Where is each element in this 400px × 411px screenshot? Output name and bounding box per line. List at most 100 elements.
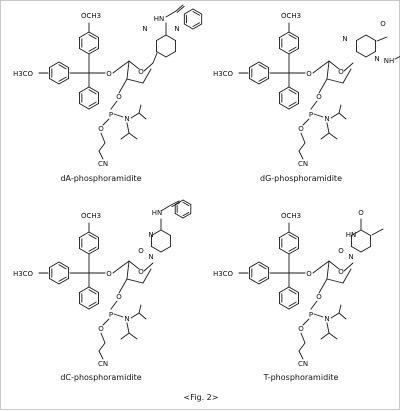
ring-bond	[79, 303, 90, 310]
bond	[302, 318, 310, 326]
bond	[298, 350, 304, 360]
ring-bond	[288, 248, 299, 255]
ring-bond	[79, 86, 90, 93]
methoxy-label: OCH3	[81, 12, 101, 20]
ring-bond	[182, 213, 192, 219]
bond	[138, 112, 147, 120]
carbonyl-oxygen-label: O	[358, 209, 364, 217]
aromatic-bond	[192, 11, 200, 16]
ring-bond	[288, 48, 299, 55]
bond	[143, 262, 154, 272]
bond	[120, 132, 130, 140]
bond	[120, 332, 130, 340]
bond	[300, 332, 306, 344]
bond	[343, 62, 354, 72]
ring-bond	[249, 78, 260, 85]
ring-bond	[249, 261, 260, 268]
bond	[338, 104, 342, 114]
bond	[143, 62, 154, 72]
ring-bond	[79, 48, 90, 55]
ring-bond	[279, 86, 290, 93]
ring-bond	[279, 31, 290, 38]
ring-bond	[156, 51, 167, 58]
ring-oxygen-label: O	[338, 268, 344, 276]
amide-nitrogen-label: NH	[384, 57, 395, 65]
aromatic-bond	[258, 264, 267, 270]
ring-bond	[174, 213, 184, 219]
bond	[371, 228, 384, 236]
nitrogen-label: N	[124, 315, 129, 323]
ring-bond	[183, 8, 194, 15]
bond	[328, 260, 340, 270]
bond	[113, 313, 124, 318]
bond	[128, 260, 140, 270]
bond	[310, 100, 318, 110]
figure-label: <Fig. 2>	[183, 393, 219, 402]
ring-bond	[79, 231, 90, 238]
bond	[128, 332, 138, 340]
oxygen-label: O	[306, 270, 312, 278]
bond	[113, 113, 124, 118]
phosphorus-label: P	[109, 311, 113, 319]
ring-bond	[160, 229, 171, 236]
methoxy-label: OCH3	[281, 212, 301, 220]
bond	[320, 60, 330, 68]
nitrogen-label: N	[324, 315, 329, 323]
ring-bond	[88, 103, 99, 110]
bond	[326, 278, 344, 284]
ring-bond	[151, 229, 162, 236]
ring-bond	[88, 248, 99, 255]
ring-bond	[365, 34, 376, 41]
ring-bond	[351, 246, 362, 253]
bond	[312, 266, 322, 274]
ring-bond	[88, 286, 99, 293]
ring-bond	[249, 278, 260, 285]
carbonyl-oxygen-label: O	[338, 247, 344, 255]
ring-bond	[279, 231, 290, 238]
ring-bond	[258, 278, 269, 285]
aromatic-bond	[288, 289, 297, 295]
ring-bond	[288, 31, 299, 38]
ring-bond	[88, 86, 99, 93]
ring-bond	[192, 23, 203, 30]
bond	[326, 260, 330, 280]
ring-bond	[351, 229, 362, 236]
bond	[98, 342, 106, 352]
oxygen-label: O	[316, 93, 322, 101]
bond	[138, 104, 142, 114]
caption-t: T-phosphoramidite	[263, 373, 339, 382]
bond	[298, 342, 306, 352]
bond	[313, 313, 324, 318]
nitrogen-label: N	[348, 253, 353, 261]
bond	[165, 10, 177, 18]
ring-bond	[165, 51, 176, 58]
ring-bond	[258, 61, 269, 68]
aromatic-bond	[88, 89, 97, 95]
ring-bond	[356, 34, 367, 41]
ring-bond	[151, 246, 162, 253]
nitrile-label: CN	[98, 160, 108, 168]
nitrogen-label: N	[374, 55, 379, 63]
nitrogen-label: N	[124, 115, 129, 123]
aromatic-bond	[288, 89, 297, 95]
bond	[102, 318, 110, 326]
nitrile-label: CN	[298, 160, 308, 168]
ring-bond	[249, 61, 260, 68]
ring-bond	[49, 78, 60, 85]
ring-bond	[58, 61, 69, 68]
nitrile-label: CN	[298, 360, 308, 368]
methoxy-label: H3CO	[13, 270, 34, 278]
bond	[326, 322, 330, 334]
bond	[126, 122, 130, 134]
aromatic-bond	[288, 234, 297, 240]
oxygen-label: O	[298, 325, 304, 333]
oxygen-label: O	[106, 270, 112, 278]
bond	[170, 200, 180, 206]
caption-da: dA-phosphoramidite	[60, 174, 142, 183]
bond	[338, 312, 347, 320]
ring-bond	[288, 103, 299, 110]
ring-oxygen-label: O	[338, 68, 344, 76]
bond	[338, 304, 342, 314]
aromatic-bond	[288, 34, 297, 40]
ring-bond	[288, 286, 299, 293]
